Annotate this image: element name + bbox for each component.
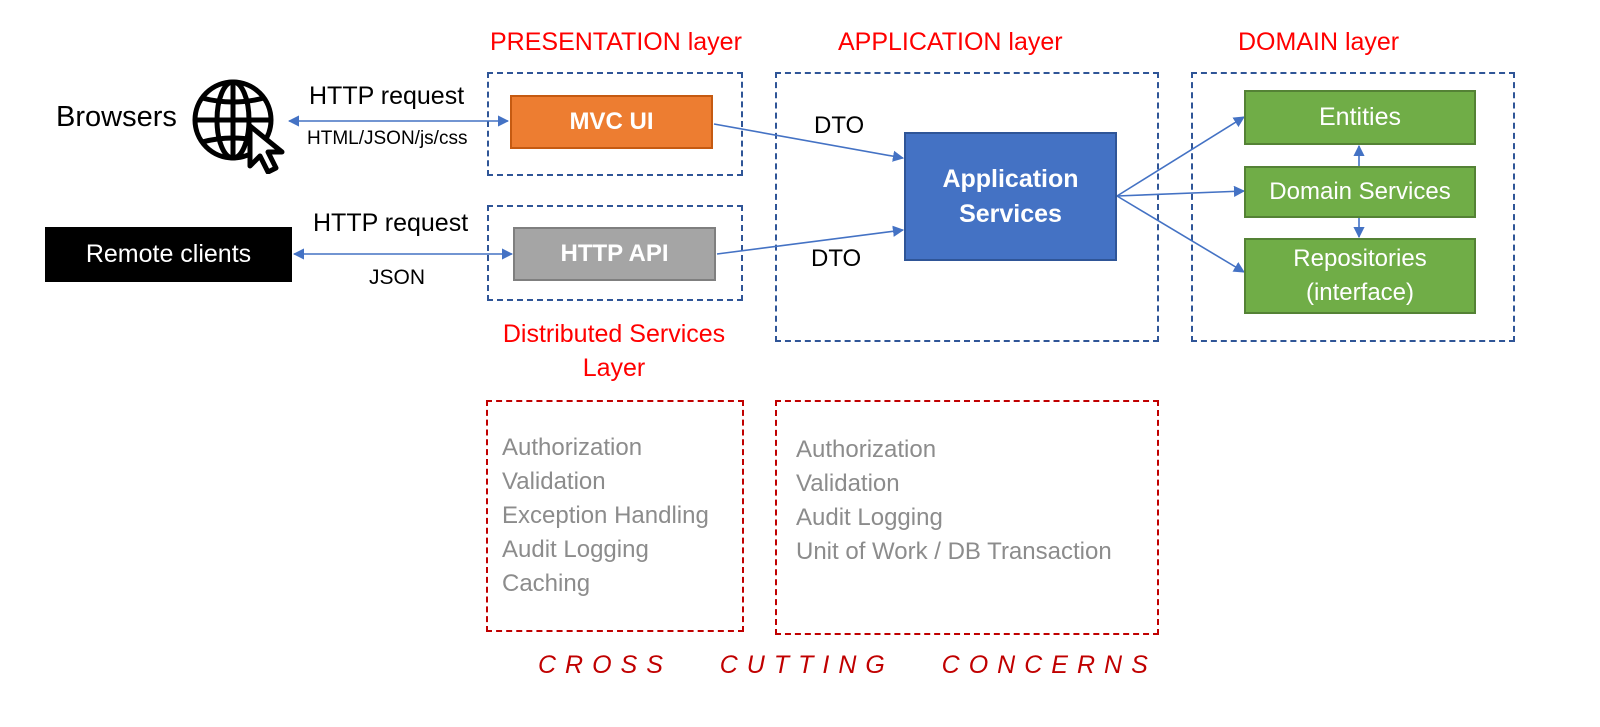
browser-request-label: HTTP request bbox=[309, 82, 465, 110]
application-services-line-1: Application bbox=[942, 164, 1079, 193]
application-layer-title: APPLICATION layer bbox=[838, 28, 1063, 56]
presentation-concerns-list: Authorization Validation Exception Handl… bbox=[502, 431, 709, 601]
concern-item: Authorization bbox=[502, 434, 643, 461]
remote-response-label: JSON bbox=[369, 266, 426, 289]
concern-item: Audit Logging bbox=[502, 536, 649, 563]
remote-clients-node: Remote clients bbox=[45, 227, 292, 282]
cross-cutting-concerns-label: CROSS CUTTING CONCERNS bbox=[538, 651, 1157, 679]
concern-item: Validation bbox=[502, 468, 606, 495]
domain-layer-container bbox=[1191, 72, 1515, 342]
dto-bottom-label: DTO bbox=[811, 245, 862, 272]
entities-node: Entities bbox=[1244, 90, 1476, 145]
browsers-label: Browsers bbox=[56, 101, 177, 133]
http-api-node: HTTP API bbox=[513, 227, 716, 281]
concern-item: Validation bbox=[796, 470, 900, 497]
globe-cursor-icon bbox=[192, 79, 285, 174]
concern-item: Authorization bbox=[796, 436, 937, 463]
remote-request-label: HTTP request bbox=[313, 209, 469, 237]
presentation-concerns-container bbox=[486, 400, 744, 632]
mvc-ui-node: MVC UI bbox=[510, 95, 713, 149]
distributed-title-line-2: Layer bbox=[582, 354, 646, 382]
application-layer-container bbox=[775, 72, 1159, 342]
app-to-entities-arrow bbox=[1116, 116, 1245, 197]
repositories-line-1: Repositories bbox=[1293, 245, 1427, 272]
concern-item: Unit of Work / DB Transaction bbox=[796, 538, 1112, 565]
repositories-line-2: (interface) bbox=[1305, 279, 1415, 306]
api-to-app-arrow bbox=[716, 225, 905, 255]
domain-layer-title: DOMAIN layer bbox=[1238, 28, 1400, 56]
concern-item: Audit Logging bbox=[796, 504, 943, 531]
application-services-line-2: Services bbox=[959, 199, 1062, 228]
concern-item: Exception Handling bbox=[502, 502, 709, 529]
repositories-node: Repositories (interface) bbox=[1244, 238, 1476, 314]
domain-services-node: Domain Services bbox=[1244, 166, 1476, 218]
application-concerns-list: Authorization Validation Audit Logging U… bbox=[796, 433, 1112, 569]
distributed-title-line-1: Distributed Services bbox=[502, 320, 726, 348]
mvc-to-app-arrow bbox=[713, 123, 905, 162]
browser-response-label: HTML/JSON/js/css bbox=[307, 128, 468, 149]
concern-item: Caching bbox=[502, 570, 591, 597]
application-concerns-container bbox=[775, 400, 1159, 635]
presentation-layer-title: PRESENTATION layer bbox=[490, 28, 742, 56]
application-services-node: Application Services bbox=[904, 132, 1117, 261]
app-to-repositories-arrow bbox=[1116, 195, 1245, 273]
dto-top-label: DTO bbox=[814, 112, 865, 139]
distributed-services-layer-title: Distributed Services Layer bbox=[478, 317, 750, 385]
app-to-domain-services-arrow bbox=[1116, 185, 1246, 197]
